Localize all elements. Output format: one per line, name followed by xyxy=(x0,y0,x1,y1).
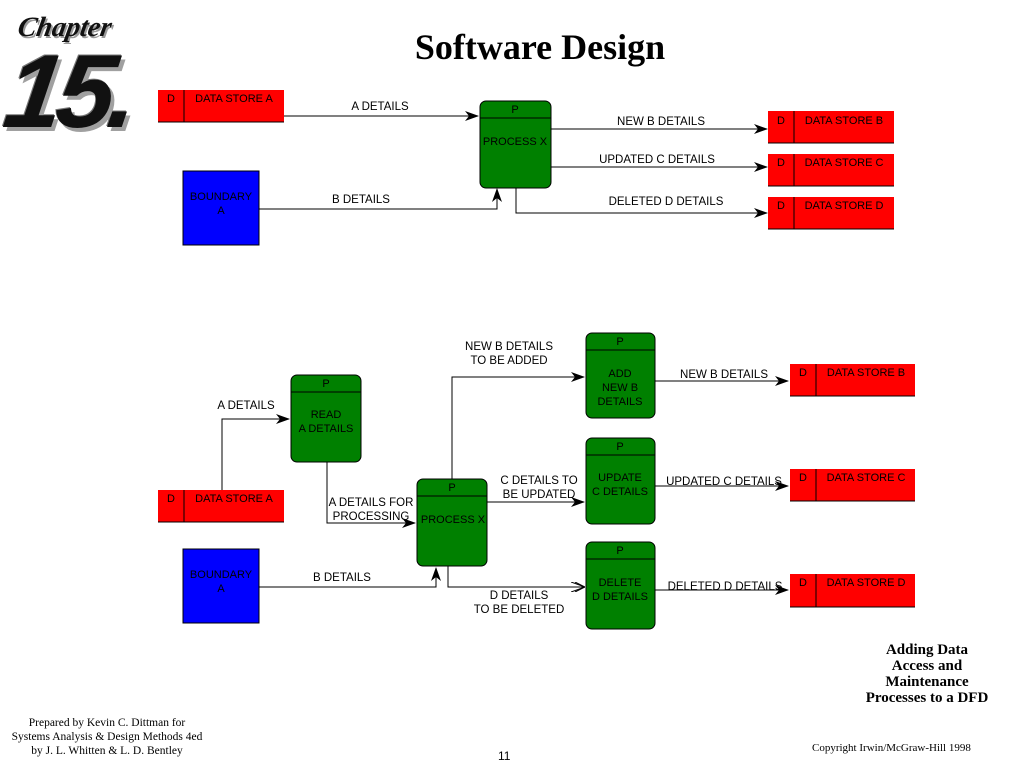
top-flow-new-b-label: NEW B DETAILS xyxy=(617,116,705,128)
bottom-delete-process-line2: D DETAILS xyxy=(592,591,648,603)
top-data-store-a-tag: D xyxy=(167,93,175,105)
bottom-data-store-d-tag: D xyxy=(799,577,807,589)
bottom-update-process-line1: UPDATE xyxy=(598,472,642,484)
top-process-x-tag: P xyxy=(511,104,518,116)
top-data-store-a: D DATA STORE A xyxy=(158,90,284,123)
top-flow-a-details-label: A DETAILS xyxy=(351,101,409,113)
bottom-flow-new-b-added-label-2: TO BE ADDED xyxy=(470,355,547,367)
top-flow-updated-c-label: UPDATED C DETAILS xyxy=(599,154,715,166)
bottom-add-process-line2: NEW B xyxy=(602,382,638,394)
bottom-add-process: P ADD NEW B DETAILS xyxy=(585,332,656,419)
bottom-data-store-c-tag: D xyxy=(799,472,807,484)
bottom-delete-process-line1: DELETE xyxy=(599,577,642,589)
copyright-notice: Copyright Irwin/McGraw-Hill 1998 xyxy=(812,742,971,754)
bottom-flow-c-updated-label-2: BE UPDATED xyxy=(503,489,576,501)
bottom-flow-b-details-label: B DETAILS xyxy=(313,572,371,584)
bottom-data-store-a-name: DATA STORE A xyxy=(195,493,273,505)
bottom-flow-a-for-processing xyxy=(326,462,416,528)
bottom-data-store-c: D DATA STORE C xyxy=(790,469,915,502)
credit-line-1: Prepared by Kevin C. Dittman for xyxy=(28,717,186,729)
bottom-update-process-tag: P xyxy=(616,441,623,453)
page-title: Software Design xyxy=(414,27,666,67)
bottom-data-store-d-name: DATA STORE D xyxy=(827,577,906,589)
credit-line-3: by J. L. Whitten & L. D. Bentley xyxy=(31,745,183,757)
caption-line-4: Processes to a DFD xyxy=(865,690,989,706)
footer-credits: Prepared by Kevin C. Dittman for Systems… xyxy=(0,716,214,758)
top-data-store-d-tag: D xyxy=(777,200,785,212)
bottom-flow-b-details xyxy=(259,567,441,588)
bottom-process-x-tag: P xyxy=(448,482,455,494)
bottom-update-process-line2: C DETAILS xyxy=(592,486,648,498)
top-flow-b-details xyxy=(259,188,502,210)
credit-line-2: Systems Analysis & Design Methods 4ed xyxy=(11,731,203,743)
bottom-data-store-a: D DATA STORE A xyxy=(158,490,284,523)
bottom-flow-new-b-label: NEW B DETAILS xyxy=(680,369,768,381)
caption-line-2: Access and xyxy=(891,658,963,674)
bottom-flow-d-deleted-label-1: D DETAILS xyxy=(490,590,549,602)
page-number: 11 xyxy=(498,749,511,763)
bottom-flow-a-for-processing-label-1: A DETAILS FOR xyxy=(329,497,414,509)
bottom-update-process: P UPDATE C DETAILS xyxy=(585,437,656,525)
bottom-data-store-a-tag: D xyxy=(167,493,175,505)
bottom-process-x: P PROCESS X xyxy=(416,478,488,567)
top-data-store-d-name: DATA STORE D xyxy=(805,200,884,212)
bottom-flow-a-details-label: A DETAILS xyxy=(217,400,275,412)
top-boundary-a: BOUNDARY A xyxy=(182,170,260,246)
top-process-x: P PROCESS X xyxy=(479,100,552,189)
bottom-flow-d-deleted xyxy=(447,566,584,587)
top-flow-deleted-d-label: DELETED D DETAILS xyxy=(609,196,724,208)
bottom-read-process-line1: READ xyxy=(311,409,342,421)
slide-caption: Adding Data Access and Maintenance Proce… xyxy=(832,642,1022,706)
bottom-boundary-a: BOUNDARY A xyxy=(182,548,260,624)
bottom-delete-process: P DELETE D DETAILS xyxy=(585,541,656,630)
bottom-data-store-b-tag: D xyxy=(799,367,807,379)
bottom-read-process: P READ A DETAILS xyxy=(290,374,362,463)
bottom-add-process-line3: DETAILS xyxy=(597,396,642,408)
bottom-boundary-a-line2: A xyxy=(217,583,225,595)
bottom-data-store-b: D DATA STORE B xyxy=(790,364,915,397)
top-process-x-name: PROCESS X xyxy=(483,136,548,148)
bottom-flow-new-b-added xyxy=(451,372,585,479)
bottom-read-process-line2: A DETAILS xyxy=(299,423,354,435)
bottom-flow-a-details xyxy=(221,414,290,490)
top-data-store-b-name: DATA STORE B xyxy=(805,115,883,127)
bottom-data-store-c-name: DATA STORE C xyxy=(827,472,906,484)
caption-line-3: Maintenance xyxy=(885,674,969,690)
bottom-add-process-line1: ADD xyxy=(608,368,631,380)
bottom-flow-new-b-added-label-1: NEW B DETAILS xyxy=(465,341,553,353)
top-boundary-a-line2: A xyxy=(217,205,225,217)
top-data-store-c-tag: D xyxy=(777,157,785,169)
caption-line-1: Adding Data xyxy=(885,642,969,658)
top-data-store-a-name: DATA STORE A xyxy=(195,93,273,105)
top-data-store-c-name: DATA STORE C xyxy=(805,157,884,169)
bottom-flow-deleted-d-label: DELETED D DETAILS xyxy=(668,581,783,593)
top-data-store-d: D DATA STORE D xyxy=(768,197,894,230)
bottom-flow-a-for-processing-label-2: PROCESSING xyxy=(333,511,410,523)
top-data-store-b-tag: D xyxy=(777,115,785,127)
top-flow-deleted-d xyxy=(515,188,768,218)
bottom-process-x-name: PROCESS X xyxy=(421,514,486,526)
top-flow-b-details-label: B DETAILS xyxy=(332,194,390,206)
bottom-flow-d-deleted-label-2: TO BE DELETED xyxy=(474,604,565,616)
bottom-data-store-d: D DATA STORE D xyxy=(790,574,915,608)
top-data-store-c: D DATA STORE C xyxy=(768,154,894,187)
bottom-add-process-tag: P xyxy=(616,336,623,348)
top-data-store-b: D DATA STORE B xyxy=(768,111,894,144)
bottom-data-store-b-name: DATA STORE B xyxy=(827,367,905,379)
top-boundary-a-line1: BOUNDARY xyxy=(190,191,253,203)
bottom-flow-updated-c-label: UPDATED C DETAILS xyxy=(666,476,782,488)
bottom-read-process-tag: P xyxy=(322,378,329,390)
bottom-boundary-a-line1: BOUNDARY xyxy=(190,569,253,581)
bottom-flow-c-updated-label-1: C DETAILS TO xyxy=(500,475,577,487)
bottom-delete-process-tag: P xyxy=(616,545,623,557)
